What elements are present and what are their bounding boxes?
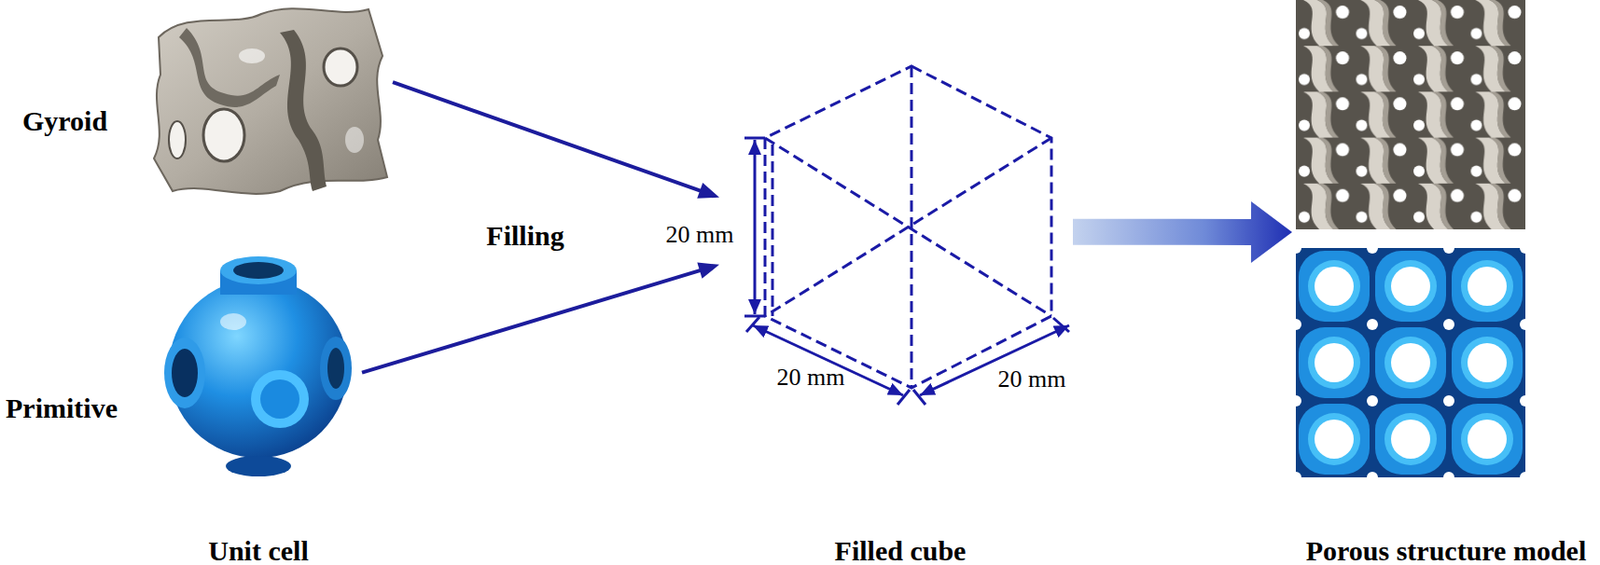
primitive-unit-cell-drawing (327, 347, 345, 390)
primitive-unit-cell-drawing (164, 256, 352, 477)
figure-label: Porous structure model (1306, 535, 1587, 565)
gyroid-unit-cell-drawing (238, 48, 265, 64)
gyroid-unit-cell-drawing (179, 27, 280, 108)
dimension-lines (744, 315, 766, 319)
dimension-lines (746, 317, 760, 333)
gyroid-unit-cell-drawing (323, 48, 358, 86)
dimension-lines (752, 325, 904, 396)
primitive-unit-cell-drawing (220, 256, 297, 285)
filled-cube-drawing (765, 66, 1052, 389)
porous-structure-drawing (1295, 248, 1526, 478)
dimension-label: 20 mm (666, 222, 735, 250)
dimension-lines (744, 137, 766, 140)
filled-cube-drawing (765, 138, 1052, 317)
primitive-unit-cell-drawing (220, 313, 247, 331)
arrow-shaft (392, 82, 702, 192)
process-label: Filling (486, 220, 564, 251)
filled-cube-drawing (765, 66, 1052, 389)
arrow-head (696, 263, 720, 279)
gyroid-unit-cell-drawing (168, 121, 186, 159)
gyroid-unit-cell-drawing (203, 109, 245, 162)
dimension-lines (744, 138, 1070, 405)
dimension-label: 20 mm (777, 364, 846, 392)
primitive-unit-cell-drawing (164, 337, 206, 409)
porous-structure-drawing (1295, 0, 1526, 478)
porous-structure-model: Porous structure model (1292, 0, 1530, 481)
figure-label: Primitive (5, 392, 118, 424)
primitive-unit-cell-drawing (320, 336, 352, 401)
figure-label: Filled cube (834, 535, 967, 565)
primitive-unit-cell: Primitive (158, 229, 362, 501)
dimension-lines (753, 139, 757, 315)
gyroid-unit-cell-drawing (279, 29, 327, 192)
dimension-lines (897, 389, 910, 405)
flow-arrow (361, 263, 720, 374)
dimension-lines (913, 389, 926, 405)
column-caption: Unit cell (208, 535, 308, 565)
primitive-unit-cell-drawing (233, 262, 284, 279)
primitive-unit-cell-drawing (260, 379, 300, 419)
block-arrow (1072, 201, 1293, 264)
arrow-head (696, 182, 720, 199)
flow-arrow (392, 82, 720, 199)
arrow-shaft (361, 270, 702, 374)
primitive-unit-cell-drawing (225, 456, 292, 477)
gyroid-unit-cell-drawing (153, 8, 388, 195)
arrow-shaft (1072, 219, 1253, 246)
filled-cube: Filled cube (719, 55, 1073, 402)
gyroid-unit-cell-drawing (153, 8, 388, 195)
dimension-label: 20 mm (998, 366, 1067, 394)
filled-cube-drawing (771, 144, 775, 317)
primitive-unit-cell-drawing (250, 370, 309, 429)
figure-label: Gyroid (22, 105, 108, 137)
porous-structure-drawing (1295, 0, 1526, 230)
primitive-unit-cell-drawing (171, 348, 198, 398)
gyroid-unit-cell: Gyroid (142, 4, 393, 199)
dimension-lines (919, 325, 1070, 396)
filled-cube-drawing (765, 138, 1052, 317)
gyroid-unit-cell-drawing (345, 126, 364, 154)
arrow-head (1251, 201, 1293, 264)
